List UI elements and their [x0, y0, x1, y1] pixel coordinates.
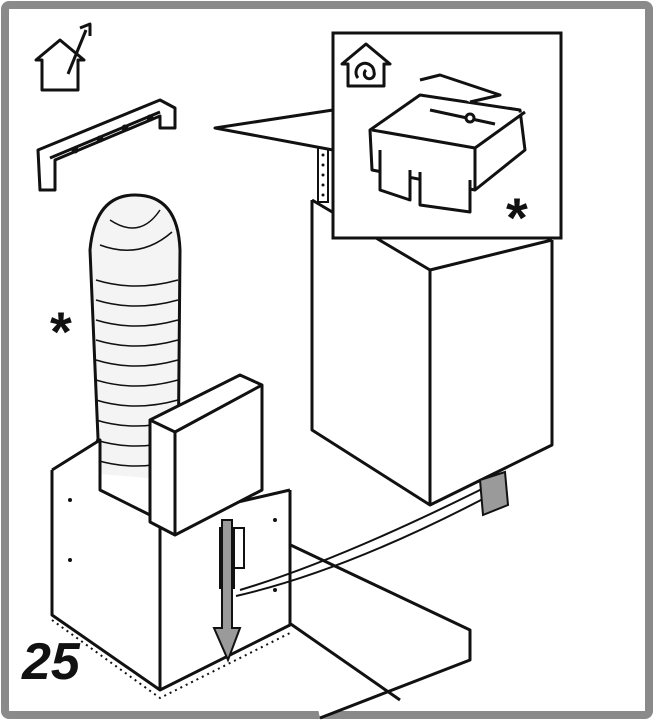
house-recirculation-icon: [340, 42, 392, 88]
optional-part-marker: *: [50, 300, 72, 363]
optional-part-marker-inset: *: [506, 186, 528, 249]
ceiling-slab: [279, 538, 472, 720]
down-arrow-icon: [212, 519, 242, 663]
house-ducted-exhaust-icon: [34, 22, 92, 92]
hood-base-edge: [51, 619, 293, 700]
mounting-bracket: [36, 98, 177, 192]
hood-screw: [68, 558, 72, 562]
step-number: 25: [22, 633, 80, 691]
fan-box: [148, 373, 264, 537]
recirculation-filter-housing: [368, 73, 527, 214]
inset-pointer: [213, 108, 335, 152]
hood-screw: [68, 498, 72, 502]
cable-flap: [478, 470, 510, 517]
hood-screw: [273, 518, 277, 522]
hood-screw: [273, 588, 277, 592]
power-cable: [235, 484, 501, 597]
